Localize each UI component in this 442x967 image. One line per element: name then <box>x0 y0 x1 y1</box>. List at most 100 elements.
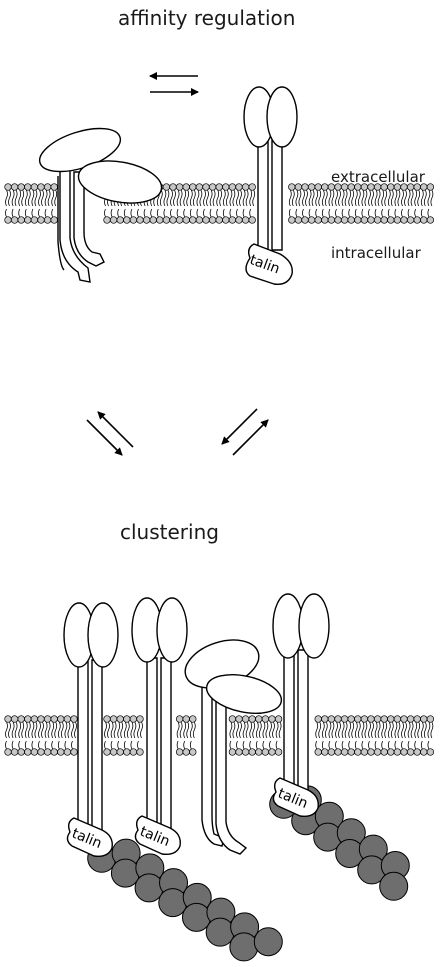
lipid-tail <box>15 190 17 206</box>
lipid-tail <box>19 190 21 206</box>
lipid-tail <box>388 722 390 738</box>
lipid-tail <box>25 722 27 738</box>
lipid-tail <box>289 190 291 206</box>
lipid-tail <box>124 722 126 738</box>
lipid-tail <box>256 741 257 749</box>
lipid-tail <box>138 722 140 738</box>
lipid-tail <box>322 722 324 738</box>
lipid-tail <box>325 722 327 738</box>
lipid-head <box>150 217 157 224</box>
actin-monomer <box>206 918 234 946</box>
lipid-head <box>183 184 190 191</box>
lipid-head <box>348 716 355 723</box>
lipid-tail <box>48 722 50 738</box>
lipid-tail <box>55 722 57 738</box>
lipid-head <box>38 749 45 756</box>
lipid-tail <box>184 741 185 749</box>
lipid-head <box>31 217 38 224</box>
lipid-head <box>5 217 12 224</box>
lipid-head <box>176 184 183 191</box>
lipid-head <box>31 184 38 191</box>
lipid-head <box>335 716 342 723</box>
lipid-tail <box>369 722 371 738</box>
lipid-tail <box>108 722 110 738</box>
lipid-tail <box>138 741 139 749</box>
lipid-tail <box>32 190 34 206</box>
lipid-head <box>11 184 18 191</box>
lipid-tail <box>237 190 239 206</box>
lipid-tail <box>339 190 341 206</box>
lipid-tail <box>388 190 390 206</box>
lipid-head <box>348 184 355 191</box>
lipid-head <box>407 749 414 756</box>
lipid-head <box>368 716 375 723</box>
lipid-tail <box>6 209 7 217</box>
actin-monomer <box>111 859 139 887</box>
lipid-tail <box>12 209 13 217</box>
lipid-head <box>229 217 236 224</box>
lipid-head <box>31 716 38 723</box>
lipid-tail <box>42 190 44 206</box>
lipid-head <box>143 217 150 224</box>
lipid-head <box>388 749 395 756</box>
lipid-tail <box>372 190 374 206</box>
lipid-head <box>203 184 210 191</box>
lipid-tail <box>39 722 41 738</box>
lipid-tail <box>12 722 14 738</box>
lipid-head <box>361 217 368 224</box>
lipid-tail <box>309 209 310 217</box>
lipid-tail <box>35 722 37 738</box>
lipid-tail <box>382 190 384 206</box>
lipid-tail <box>408 209 409 217</box>
lipid-tail <box>395 190 397 206</box>
lipid-head <box>322 749 329 756</box>
lipid-head <box>196 184 203 191</box>
lipid-tail <box>408 722 410 738</box>
lipid-head <box>176 716 183 723</box>
lipid-tail <box>415 190 417 206</box>
lipid-head <box>229 716 236 723</box>
actin-filament-left <box>88 839 283 961</box>
lipid-head <box>381 749 388 756</box>
lipid-tail <box>312 190 314 206</box>
lipid-tail <box>395 209 396 217</box>
lipid-tail <box>19 741 20 749</box>
lipid-tail <box>355 190 357 206</box>
lipid-head <box>302 184 309 191</box>
lipid-tail <box>61 722 63 738</box>
lipid-tail <box>134 722 136 738</box>
lipid-tail <box>342 722 344 738</box>
lipid-head <box>322 716 329 723</box>
lipid-tail <box>171 209 172 217</box>
lipid-tail <box>345 190 347 206</box>
lipid-tail <box>25 741 26 749</box>
lipid-tail <box>190 741 191 749</box>
lipid-tail <box>365 722 367 738</box>
lipid-tail <box>111 722 113 738</box>
lipid-head <box>355 217 362 224</box>
lipid-tail <box>270 741 271 749</box>
lipid-head <box>25 217 32 224</box>
lipid-tail <box>375 722 377 738</box>
lipid-head <box>137 217 144 224</box>
lipid-head <box>229 749 236 756</box>
lipid-head <box>44 184 51 191</box>
lipid-head <box>308 217 315 224</box>
lipid-head <box>38 716 45 723</box>
lipid-tail <box>253 722 255 738</box>
lipid-head <box>322 184 329 191</box>
lipid-head <box>176 217 183 224</box>
lipid-head <box>361 749 368 756</box>
lipid-head <box>322 217 329 224</box>
lipid-tail <box>237 741 238 749</box>
lipid-head <box>335 184 342 191</box>
lipid-head <box>130 217 137 224</box>
lipid-tail <box>45 209 46 217</box>
lipid-tail <box>402 722 404 738</box>
lipid-head <box>51 749 58 756</box>
lipid-tail <box>415 722 417 738</box>
lipid-head <box>38 184 45 191</box>
lipid-tail <box>233 190 235 206</box>
lipid-tail <box>382 722 384 738</box>
lipid-tail <box>355 722 357 738</box>
